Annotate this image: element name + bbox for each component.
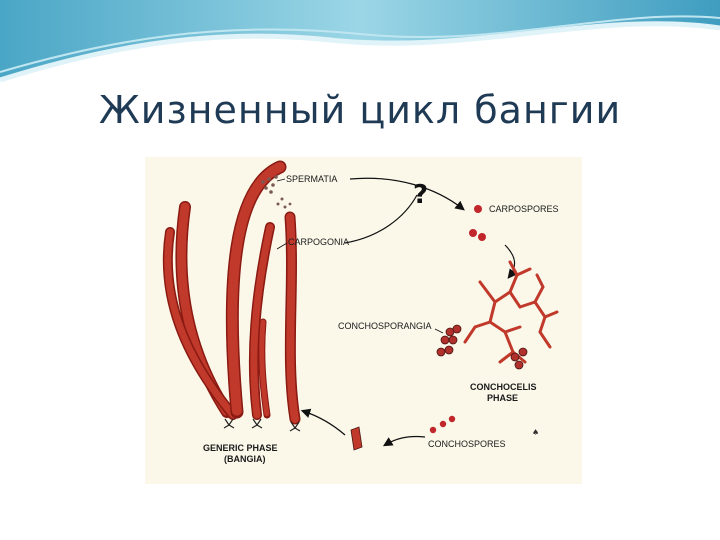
filament-5 — [284, 211, 301, 425]
cycle-arrows — [300, 177, 518, 447]
artist-signature-mark: ♠ — [532, 428, 539, 437]
conchosporangia — [436, 324, 528, 370]
germling — [350, 426, 363, 451]
bangia-life-cycle-diagram: SPERMATIA CARPOGONIA ? CARPOSPORES — [145, 157, 582, 484]
label-conchocelis-line1: CONCHOCELIS — [470, 382, 537, 392]
slide-title: Жизненный цикл бангии — [98, 88, 622, 132]
conchocelis-filaments — [463, 260, 559, 364]
header-wave-banner — [0, 0, 720, 83]
label-conchospores: CONCHOSPORES — [428, 439, 506, 449]
conchospores — [429, 415, 456, 434]
filament-6 — [258, 318, 271, 419]
arrow-carpogonia-to-carpospores — [344, 194, 418, 244]
arrow-spermatia-to-carpospores — [349, 177, 465, 211]
bangia-filaments — [162, 160, 301, 432]
label-carpospores: CARPOSPORES — [489, 204, 559, 214]
filament-3 — [225, 160, 287, 419]
holdfasts — [223, 418, 301, 432]
filament-4 — [248, 222, 275, 420]
arrow-conchospores-to-germling — [382, 435, 426, 447]
spermatia-cluster — [261, 175, 292, 209]
filament-2 — [162, 227, 238, 420]
label-conchosporangia: CONCHOSPORANGIA — [338, 321, 432, 331]
carpospores — [469, 205, 486, 241]
label-generic-phase: GENERIC PHASE — [203, 443, 278, 453]
arrow-carpospores-to-conchocelis — [504, 244, 518, 279]
label-bangia: (BANGIA) — [224, 454, 266, 464]
arrow-germling-to-generic — [300, 408, 346, 436]
label-spermatia: SPERMATIA — [286, 174, 337, 184]
label-carpogonia: CARPOGONIA — [288, 237, 349, 247]
label-conchocelis-line2: PHASE — [487, 393, 518, 403]
